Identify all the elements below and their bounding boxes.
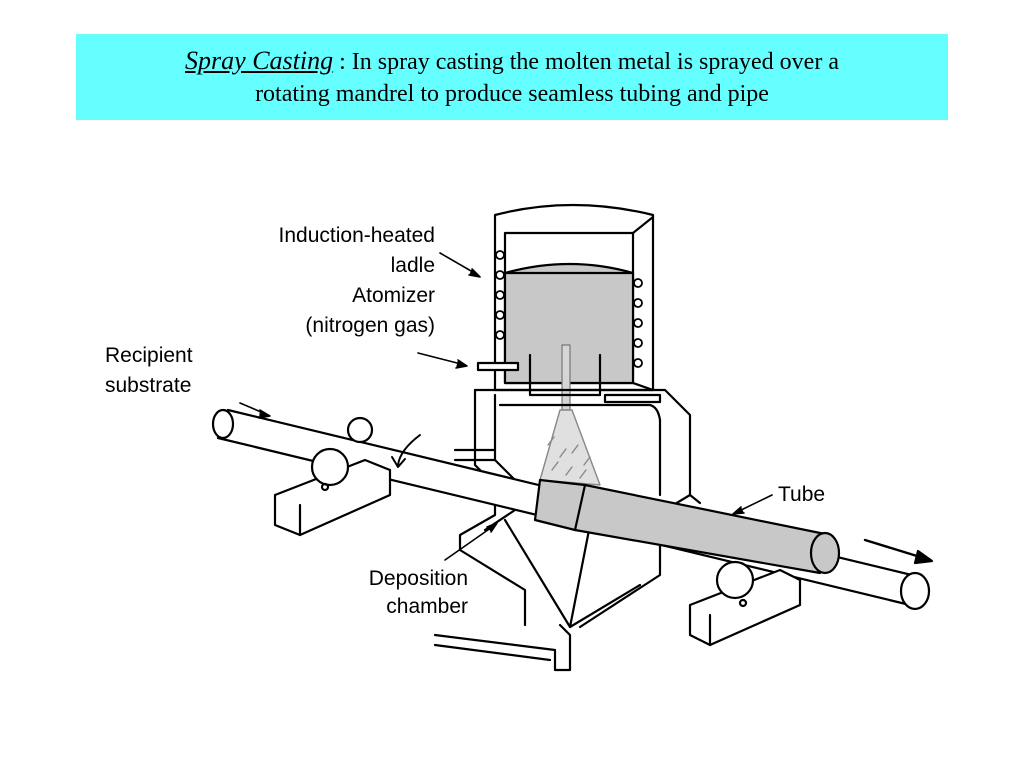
- leader-lines: [239, 252, 773, 561]
- label-substrate-line1: Recipient: [105, 344, 193, 367]
- label-atomizer-line2: (nitrogen gas): [305, 314, 435, 337]
- label-chamber-line2: chamber: [386, 595, 468, 618]
- molten-stream: [561, 344, 571, 411]
- title-line1-text: In spray casting the molten metal is spr…: [351, 48, 839, 75]
- title-line-2: rotating mandrel to produce seamless tub…: [255, 80, 769, 107]
- induction-coil-left: [495, 250, 505, 340]
- title-banner: Spray Casting : In spray casting the mol…: [76, 34, 948, 120]
- left-support: [273, 416, 392, 537]
- title-line-1: Spray Casting : In spray casting the mol…: [185, 45, 839, 78]
- label-atomizer-line1: Atomizer: [352, 284, 435, 307]
- atomizer: [476, 353, 662, 404]
- spray-casting-diagram: Induction-heated ladle Atomizer (nitroge…: [105, 203, 934, 672]
- induction-coil-right: [633, 278, 643, 368]
- deposited-tube: [533, 478, 841, 575]
- rotation-arrow: [397, 434, 421, 466]
- label-substrate-line2: substrate: [105, 374, 191, 397]
- title-separator: :: [333, 48, 352, 75]
- deposition-chamber: [453, 388, 702, 629]
- spray-cone: [539, 409, 601, 486]
- title-term: Spray Casting: [185, 45, 334, 75]
- drain-pipe: [433, 623, 572, 672]
- label-chamber-line1: Deposition: [369, 567, 468, 590]
- label-ladle-line2: ladle: [391, 254, 435, 277]
- label-tube: Tube: [778, 483, 825, 506]
- right-support: [688, 560, 802, 647]
- label-ladle-line1: Induction-heated: [279, 224, 435, 247]
